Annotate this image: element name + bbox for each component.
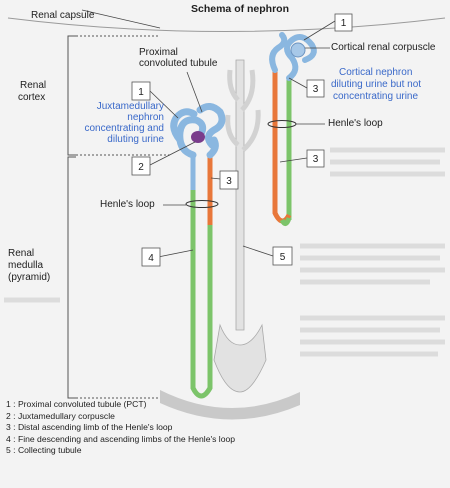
- label-cortical-nephron-line3: concentrating urine: [333, 91, 419, 102]
- label-juxta-line1: Juxtamedullary: [96, 101, 164, 112]
- legend: 1 : Proximal convoluted tubule (PCT) 2 :…: [6, 399, 235, 457]
- label-renal-medulla-line1: Renal: [8, 248, 35, 259]
- label-renal-medulla-line2: medulla: [8, 260, 44, 271]
- legend-item: 5 : Collecting tubule: [6, 445, 82, 456]
- cortical-renal-corpuscle: [290, 42, 306, 58]
- leader-lines: [81, 9, 336, 258]
- label-cortical-nephron-line2: diluting urine but not: [331, 79, 422, 90]
- juxtamedullary-convoluted-tubule: [170, 103, 226, 159]
- callout-4: 4: [148, 253, 154, 264]
- callout-1-cortical: 1: [341, 18, 347, 29]
- label-renal-medulla-line3: (pyramid): [8, 272, 51, 283]
- label-renal-cortex-line2: cortex: [18, 92, 46, 103]
- henles-loop-marker-left: [185, 200, 219, 208]
- label-juxta-line3: concentrating and: [84, 123, 164, 134]
- callout-1-juxtamedullary: 1: [138, 87, 144, 98]
- label-cortical-renal-corpuscle: Cortical renal corpuscle: [331, 42, 436, 53]
- legend-item: 3 : Distal ascending limb of the Henle's…: [6, 422, 173, 433]
- cortical-convoluted-tubule: [269, 32, 317, 81]
- label-cortical-nephron-line1: Cortical nephron: [339, 67, 413, 78]
- label-pct-line2: convoluted tubule: [139, 58, 218, 69]
- label-renal-cortex-line1: Renal: [20, 80, 47, 91]
- callout-2: 2: [138, 162, 144, 173]
- label-renal-capsule: Renal capsule: [31, 10, 95, 21]
- label-henles-loop-left: Henle's loop: [100, 199, 155, 210]
- collecting-duct: [213, 59, 267, 393]
- callout-boxes: [131, 13, 353, 267]
- legend-item: 4 : Fine descending and ascending limbs …: [6, 433, 236, 444]
- callout-5: 5: [280, 252, 286, 263]
- legend-item: 2 : Juxtamedullary corpuscle: [6, 410, 115, 421]
- juxtamedullary-thin-limbs-green: [190, 175, 213, 399]
- papilla-base: [160, 390, 300, 420]
- label-juxta-line2: nephron: [127, 112, 164, 123]
- juxtamedullary-corpuscle: [191, 131, 205, 143]
- region-brackets: [67, 35, 170, 399]
- renal-capsule-line: [7, 17, 446, 32]
- callout-3-cortical-bottom: 3: [313, 154, 319, 165]
- label-pct-line1: Proximal: [139, 47, 178, 58]
- callout-3-cortical-top: 3: [313, 84, 319, 95]
- diagram-title: Schema of nephron: [191, 3, 290, 15]
- legend-item: 1 : Proximal convoluted tubule (PCT): [6, 399, 147, 409]
- henles-loop-marker-right: [267, 120, 297, 128]
- callout-3-juxtamedullary: 3: [226, 176, 232, 187]
- label-henles-loop-right: Henle's loop: [328, 118, 383, 129]
- label-juxta-line4: diluting urine: [107, 134, 164, 145]
